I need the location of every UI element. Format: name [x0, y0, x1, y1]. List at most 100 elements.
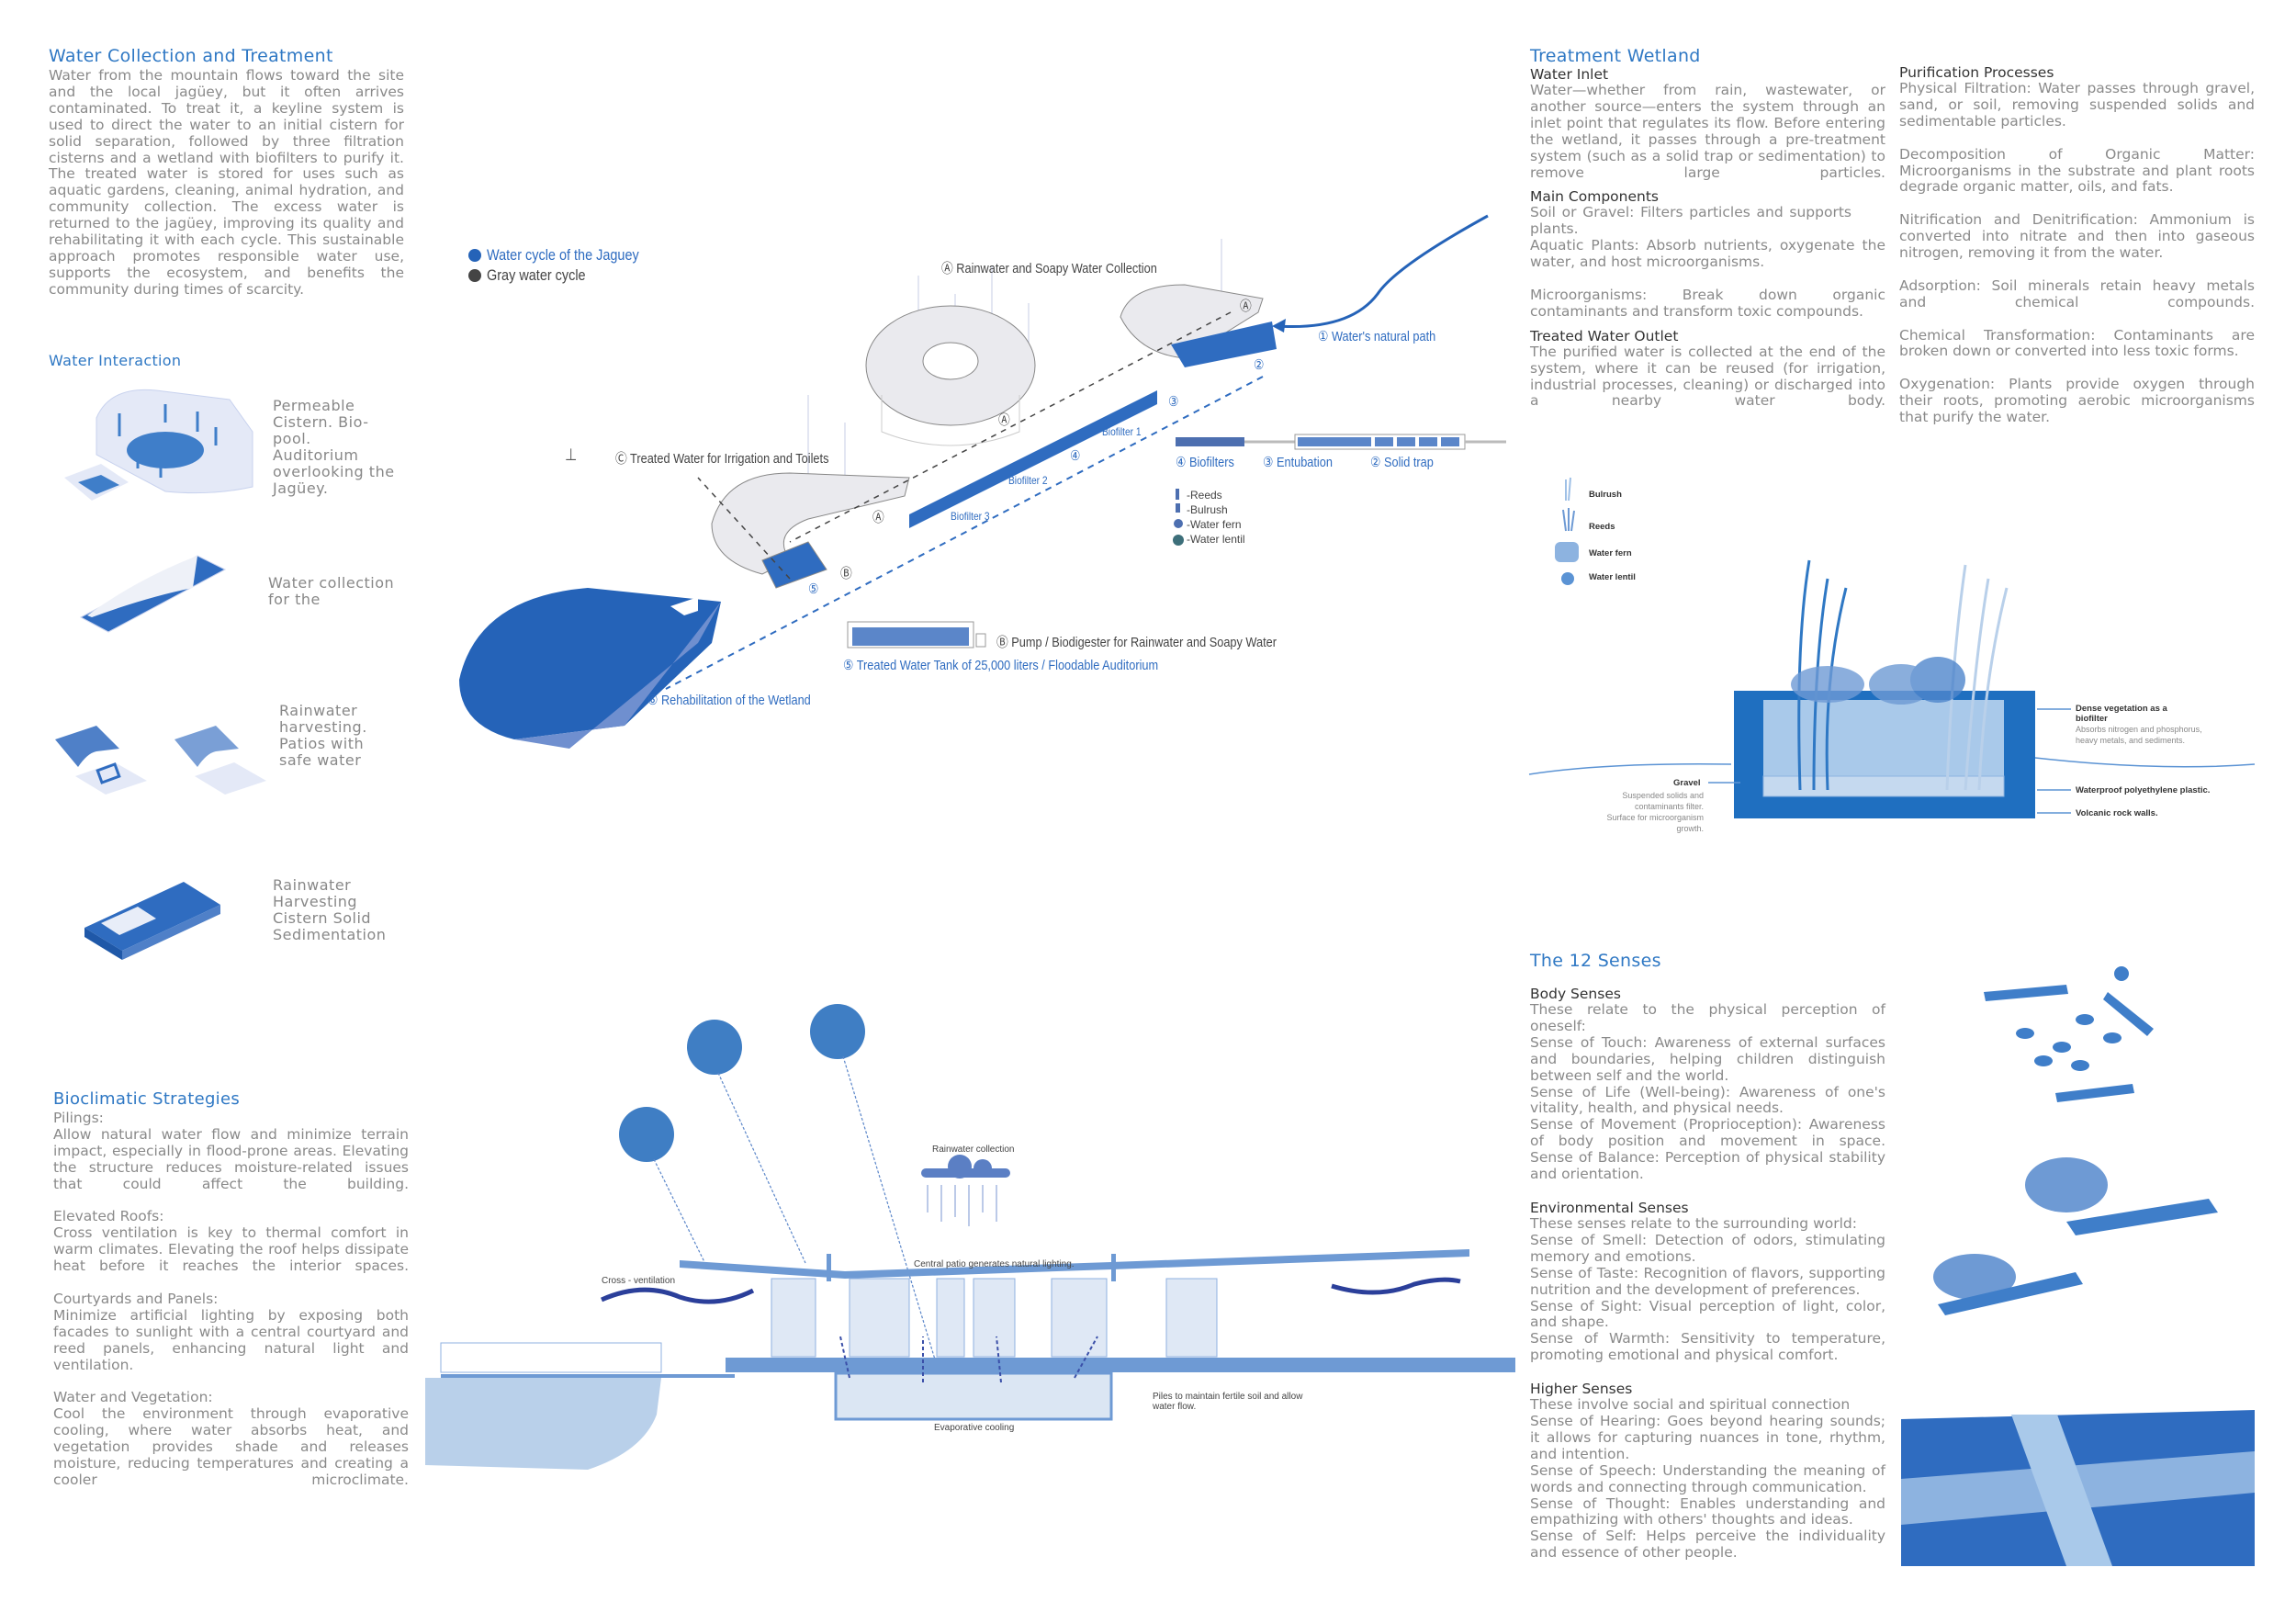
senses-section: The 12 Senses Body Senses These relate t… — [1530, 951, 1885, 1562]
bridge-pool-illustration — [1901, 1410, 2255, 1566]
water-interaction-item-label: Rainwater harvesting. Patios with safe w… — [279, 702, 367, 769]
label-piles: Piles to maintain fertile soil and allow… — [1153, 1392, 1303, 1412]
label-biofilters: ④ Biofilters — [1176, 455, 1234, 470]
strategy-body: Minimize artificial lighting by exposing… — [53, 1306, 409, 1373]
plant-water-lentil: -Water lentil — [1187, 533, 1245, 546]
sense-line: Sense of Life (Well-being): Awareness of… — [1530, 1083, 1885, 1117]
strategy-body: Cross ventilation is key to thermal comf… — [53, 1224, 409, 1275]
sense-line: Sense of Thought: Enables understanding … — [1530, 1494, 1885, 1528]
annotation-gravel-sub: Surface for microorganism growth. — [1606, 813, 1704, 833]
water-collection-illustration — [79, 555, 227, 633]
inlet-heading: Water Inlet — [1530, 66, 1609, 83]
legend-jaguey: Water cycle of the Jaguey — [487, 246, 639, 264]
label-letter: Ⓐ — [872, 510, 884, 525]
plant-bulrush: -Bulrush — [1187, 503, 1228, 516]
sense-line: Sense of Warmth: Sensitivity to temperat… — [1530, 1330, 1885, 1364]
section-title: The 12 Senses — [1530, 951, 1661, 971]
bio-pool-illustration — [64, 389, 253, 501]
water-collection-section: Water Collection and Treatment Water fro… — [49, 46, 404, 299]
sense-group-heading: Body Senses — [1530, 986, 1621, 1002]
rain-lines — [807, 239, 1222, 496]
sense-group-heading: Higher Senses — [1530, 1381, 1633, 1398]
annotation-plastic: Waterproof polyethylene plastic. — [2076, 785, 2211, 795]
sense-line: Sense of Smell: Detection of odors, stim… — [1530, 1231, 1885, 1265]
plant-legend-icons — [1173, 489, 1184, 546]
label-number: ③ — [1168, 394, 1179, 410]
label-letter: Ⓐ — [998, 412, 1010, 428]
label-number: ⑤ — [808, 581, 819, 597]
purification-processes: Purification Processes Physical Filtrati… — [1899, 64, 2255, 426]
natural-path-arrow — [1276, 214, 1489, 329]
process-item: Decomposition of Organic Matter: Microor… — [1899, 145, 2255, 196]
strategy-heading: Courtyards and Panels: — [53, 1290, 219, 1307]
label-number: ④ — [1070, 448, 1081, 464]
label-rehab: ⑥ Rehabilitation of the Wetland — [647, 693, 811, 708]
label-treated-irrigation: Ⓒ Treated Water for Irrigation and Toile… — [615, 451, 829, 467]
sense-line: Sense of Balance: Perception of physical… — [1530, 1149, 1885, 1183]
sense-line: These involve social and spiritual conne… — [1530, 1396, 1851, 1414]
legend-water-lentil: Water lentil — [1589, 572, 1636, 582]
cloud-icon — [921, 1155, 1010, 1179]
components-heading: Main Components — [1530, 188, 1659, 206]
process-item: Physical Filtration: Water passes throug… — [1899, 80, 2255, 130]
label-entubation: ③ Entubation — [1263, 455, 1333, 470]
strategy-heading: Pilings: — [53, 1110, 104, 1126]
sense-line: Sense of Taste: Recognition of flavors, … — [1530, 1264, 1885, 1298]
label-biofilter-3: Biofilter 3 — [951, 510, 990, 523]
component-item: Soil or Gravel: Filters particles and su… — [1530, 204, 1851, 238]
component-item: Aquatic Plants: Absorb nutrients, oxygen… — [1530, 237, 1885, 271]
sense-group: Body Senses These relate to the physical… — [1530, 986, 1885, 1183]
legend-gray: Gray water cycle — [487, 266, 586, 284]
jaguey-wetland — [459, 588, 721, 749]
label-biofilter-1: Biofilter 1 — [1102, 425, 1142, 438]
annotation-gravel-sub: Suspended solids and contaminants filter… — [1622, 791, 1704, 811]
legend-dot-jaguey — [468, 249, 481, 262]
cistern-illustration — [84, 882, 220, 960]
section-title: Water Collection and Treatment — [49, 46, 333, 66]
water-interaction-item-label: Permeable Cistern. Bio-pool. Auditorium … — [273, 397, 395, 497]
water-interaction-item-label: Water collection for the — [268, 574, 395, 608]
sun-icon — [810, 1004, 865, 1059]
sense-line: Sense of Touch: Awareness of external su… — [1530, 1033, 1885, 1084]
sense-line: Sense of Self: Helps perceive the indivi… — [1530, 1528, 1885, 1562]
label-letter: Ⓑ — [840, 566, 852, 581]
legend-dot-gray — [468, 269, 481, 282]
plant-water-fern: -Water fern — [1187, 518, 1242, 531]
label-natural-path: ① Water's natural path — [1318, 329, 1436, 344]
faucet-icon: ⊥ — [565, 445, 578, 464]
sense-line: Sense of Sight: Visual perception of lig… — [1530, 1297, 1885, 1331]
strategy-body: Cool the environment through evaporative… — [53, 1405, 409, 1488]
sense-group: Environmental Senses These senses relate… — [1530, 1200, 1885, 1364]
pump-tank — [847, 621, 986, 648]
process-item: Nitrification and Denitrification: Ammon… — [1899, 211, 2255, 262]
water-interaction-title: Water Interaction — [49, 352, 182, 369]
section-title: Treatment Wetland — [1530, 46, 1701, 66]
treatment-wetland-section: Treatment Wetland Water Inlet Water—whet… — [1530, 46, 1885, 410]
label-letter: Ⓐ — [1240, 299, 1252, 314]
legend-reeds: Reeds — [1589, 522, 1615, 532]
label-central-patio: Central patio generates natural lighting… — [914, 1259, 1075, 1269]
label-pump: Ⓑ Pump / Biodigester for Rainwater and S… — [996, 635, 1277, 650]
water-fern-icon — [1555, 542, 1579, 562]
label-evaporative-cooling: Evaporative cooling — [934, 1423, 1015, 1433]
sense-line: These relate to the physical perception … — [1530, 1001, 1885, 1034]
plant-reeds: -Reeds — [1187, 489, 1222, 502]
sense-group: Higher Senses These involve social and s… — [1530, 1381, 1885, 1562]
label-solid-trap: ② Solid trap — [1370, 455, 1434, 470]
annotation-gravel: Gravel — [1673, 778, 1701, 788]
gray-cycle-dashed-line — [789, 311, 1232, 543]
processes-heading: Purification Processes — [1899, 64, 2054, 81]
sense-line: These senses relate to the surrounding w… — [1530, 1214, 1857, 1232]
label-number: ② — [1254, 357, 1265, 373]
label-tank: ⑤ Treated Water Tank of 25,000 liters / … — [843, 658, 1159, 673]
sense-line: Sense of Movement (Proprioception): Awar… — [1530, 1116, 1885, 1150]
section-strip — [1176, 434, 1506, 450]
strategy-body: Allow natural water flow and minimize te… — [53, 1125, 409, 1192]
bulrush-icon — [1565, 477, 1571, 502]
sense-group-heading: Environmental Senses — [1530, 1199, 1689, 1216]
label-rainwater-collection: Rainwater collection — [932, 1145, 1015, 1155]
process-item: Chemical Transformation: Contaminants ar… — [1899, 326, 2255, 360]
annotation-dense-sub: Absorbs nitrogen and phosphorus, heavy m… — [2076, 725, 2202, 745]
annotation-dense: Dense vegetation as a biofilter — [2076, 704, 2167, 724]
garden-beds-illustration — [1933, 1157, 2218, 1315]
